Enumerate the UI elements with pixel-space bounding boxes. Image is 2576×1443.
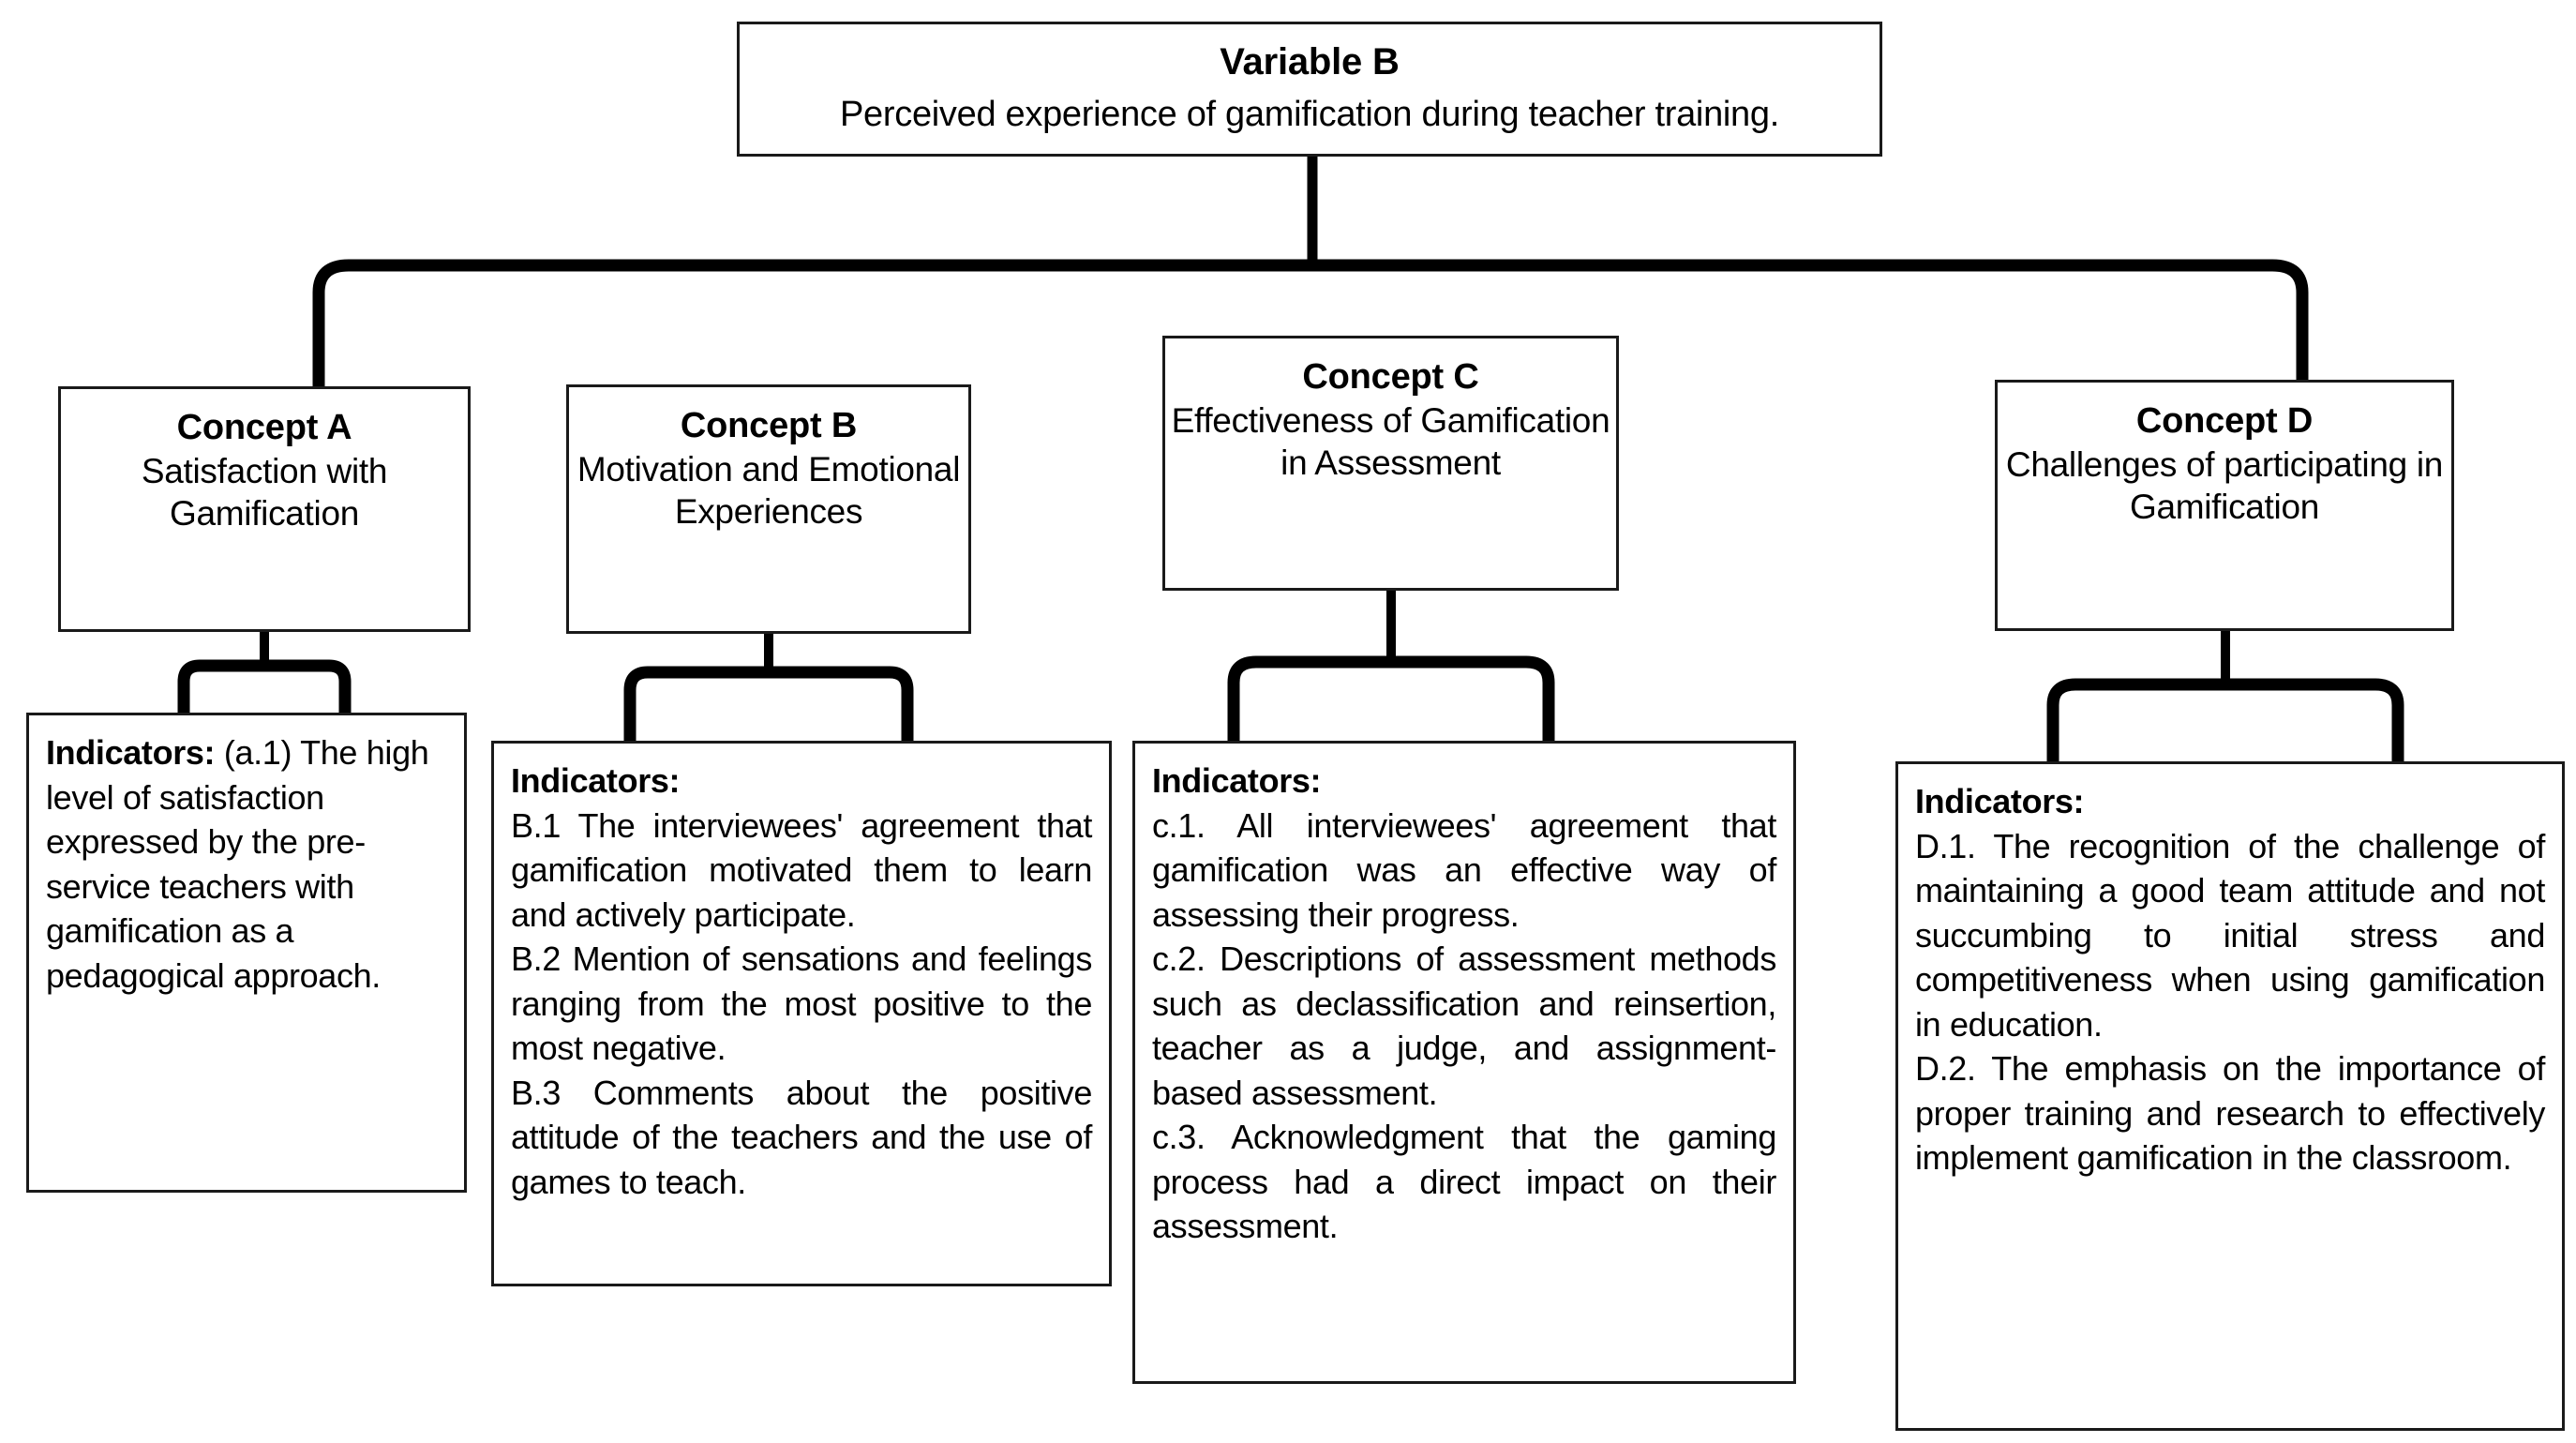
indicator-d-item-1: D.1. The recognition of the challenge of… bbox=[1915, 826, 2545, 1044]
concept-b-label: Concept B bbox=[680, 406, 858, 445]
indicator-a-item-1: Indicators: (a.1) The high level of sati… bbox=[46, 730, 447, 998]
indicator-d-item-2: D.2. The emphasis on the importance of p… bbox=[1915, 1049, 2545, 1178]
concept-d-node: Concept D Challenges of participating in… bbox=[1995, 380, 2454, 631]
indicators-b-node: Indicators: B.1 The interviewees' agreem… bbox=[491, 741, 1112, 1286]
concept-d-label: Concept D bbox=[2135, 401, 2314, 441]
indicators-c-heading: Indicators: bbox=[1152, 761, 1322, 800]
concept-b-description: Motivation and Emotional Experiences bbox=[577, 450, 961, 532]
indicators-a-node: Indicators: (a.1) The high level of sati… bbox=[26, 713, 467, 1193]
concept-c-description: Effectiveness of Gamification in Assessm… bbox=[1171, 401, 1610, 483]
concept-b-node: Concept B Motivation and Emotional Exper… bbox=[566, 384, 971, 634]
indicator-c-item-2: c.2. Descriptions of assessment methods … bbox=[1152, 939, 1776, 1112]
indicator-c-item-1: c.1. All interviewees' agreement that ga… bbox=[1152, 805, 1776, 934]
connector-c-bracket bbox=[1227, 655, 1555, 741]
concept-a-label: Concept A bbox=[176, 408, 352, 447]
concept-a-description: Satisfaction with Gamification bbox=[141, 452, 388, 534]
indicators-b-heading: Indicators: bbox=[511, 761, 681, 800]
indicators-c-node: Indicators: c.1. All interviewees' agree… bbox=[1132, 741, 1796, 1384]
variable-b-description: Perceived experience of gamification dur… bbox=[840, 94, 1779, 134]
indicator-b-item-3: B.3 Comments about the positive attitude… bbox=[511, 1073, 1092, 1201]
indicators-a-heading: Indicators: bbox=[46, 733, 216, 772]
concept-a-node: Concept A Satisfaction with Gamification bbox=[58, 386, 471, 632]
variable-b-node: Variable B Perceived experience of gamif… bbox=[737, 22, 1882, 157]
indicator-a-text-1: (a.1) The high level of satisfaction exp… bbox=[46, 733, 429, 995]
concept-d-description: Challenges of participating in Gamificat… bbox=[2005, 445, 2444, 527]
variable-b-label: Variable B bbox=[1220, 41, 1400, 83]
indicator-b-item-1: B.1 The interviewees' agreement that gam… bbox=[511, 805, 1092, 934]
connector-b-bracket bbox=[623, 666, 914, 741]
indicator-b-item-2: B.2 Mention of sensations and feelings r… bbox=[511, 939, 1092, 1068]
concept-c-node: Concept C Effectiveness of Gamification … bbox=[1162, 336, 1619, 591]
indicator-c-item-3: c.3. Acknowledgment that the gaming proc… bbox=[1152, 1118, 1776, 1246]
connector-a-bracket bbox=[177, 659, 352, 713]
concept-c-label: Concept C bbox=[1302, 357, 1479, 397]
connector-d-bracket bbox=[2046, 678, 2404, 761]
indicators-d-heading: Indicators: bbox=[1915, 782, 2085, 820]
indicators-d-node: Indicators: D.1. The recognition of the … bbox=[1895, 761, 2565, 1431]
